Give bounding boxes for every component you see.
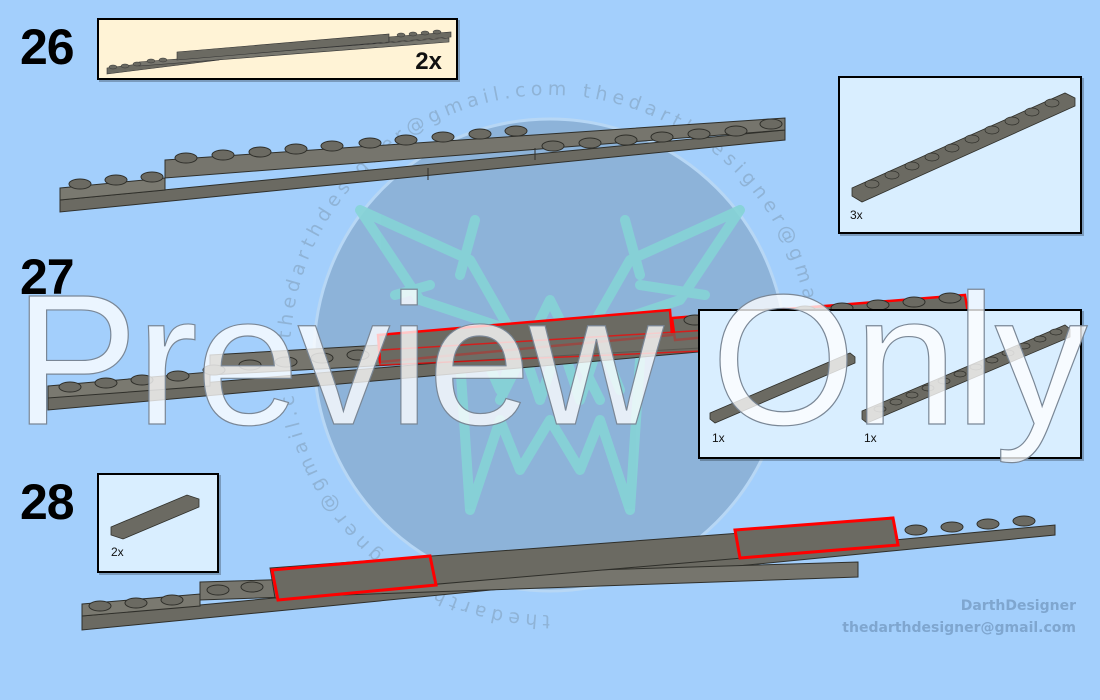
credit-name: DarthDesigner — [960, 598, 1076, 614]
submodel-callout: 2x — [97, 18, 458, 80]
parts-callout: 3x — [838, 76, 1082, 234]
parts-callout: 2x — [97, 473, 219, 573]
part-tile-1x8-image — [709, 324, 1071, 424]
step-number: 28 — [20, 474, 75, 530]
parts-callout: 1x 1x — [698, 309, 1082, 459]
submodel-preview-image — [106, 29, 452, 75]
step-number: 27 — [20, 249, 75, 305]
part-quantity: 2x — [111, 545, 124, 559]
credit-email: thedarthdesigner@gmail.com — [842, 620, 1076, 636]
part-quantity: 1x — [712, 431, 725, 445]
part-plate-1x10-image — [851, 92, 1076, 203]
part-quantity: 3x — [850, 208, 863, 222]
part-quantity: 1x — [864, 431, 877, 445]
step-number: 26 — [20, 19, 75, 75]
submodel-quantity: 2x — [415, 48, 442, 75]
